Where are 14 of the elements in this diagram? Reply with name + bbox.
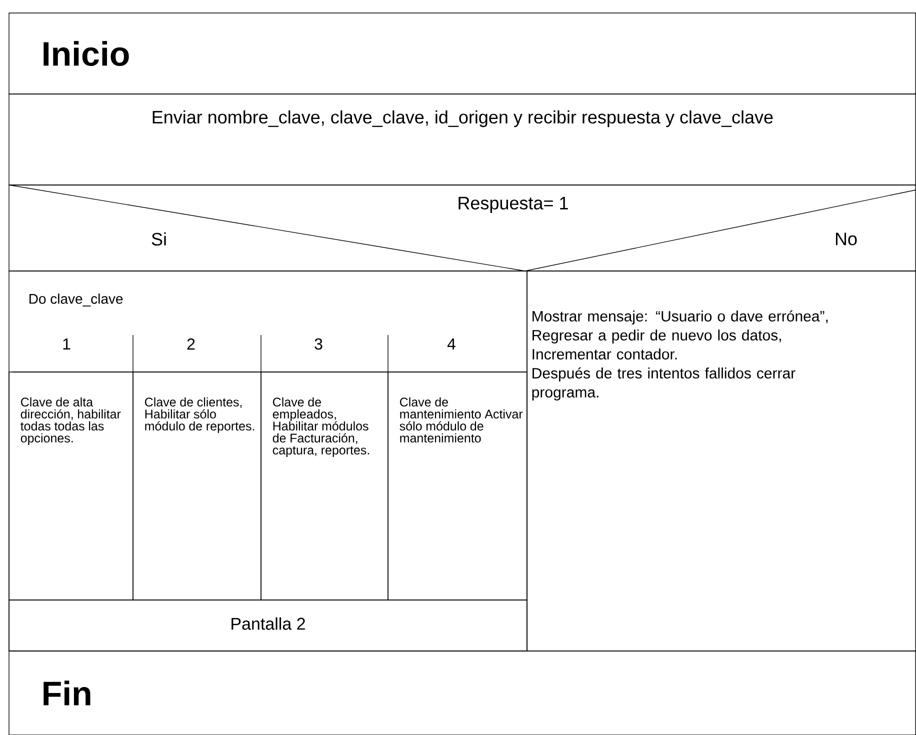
process-box: Pantalla 2 [8, 600, 528, 652]
case-cell: Clave de alta dirección, habilitar todas todas las opciones. [8, 372, 134, 600]
end-box: Fin [8, 650, 916, 735]
node-label: 1 [63, 338, 70, 350]
case-cell: Clave de empleados, Habilitar módulos de Facturación, captura, reportes. [260, 372, 388, 600]
case-number-cell: 2 [132, 334, 262, 372]
decision-band: Respuesta= 1 Si No [8, 184, 916, 272]
message-box: Mostrar mensaje: “Usuario o dave errónea”, Regresar a pedir de nuevo los datos, Incrementar contador. Después de tres intentos fallidos cerrar programa. [526, 270, 916, 652]
process-box: Enviar nombre_clave, clave_clave, id_origen y recibir respuesta y clave_clave [8, 94, 916, 186]
case-number-cell: 3 [260, 334, 388, 372]
case-number-cell: 4 [388, 334, 528, 372]
case-cell: Clave de clientes, Habilitar sólo módulo de reportes. [132, 372, 262, 600]
start-box: Inicio [8, 12, 916, 94]
case-cell: Clave de mantenimiento Activar sólo módulo de mantenimiento [388, 372, 528, 600]
